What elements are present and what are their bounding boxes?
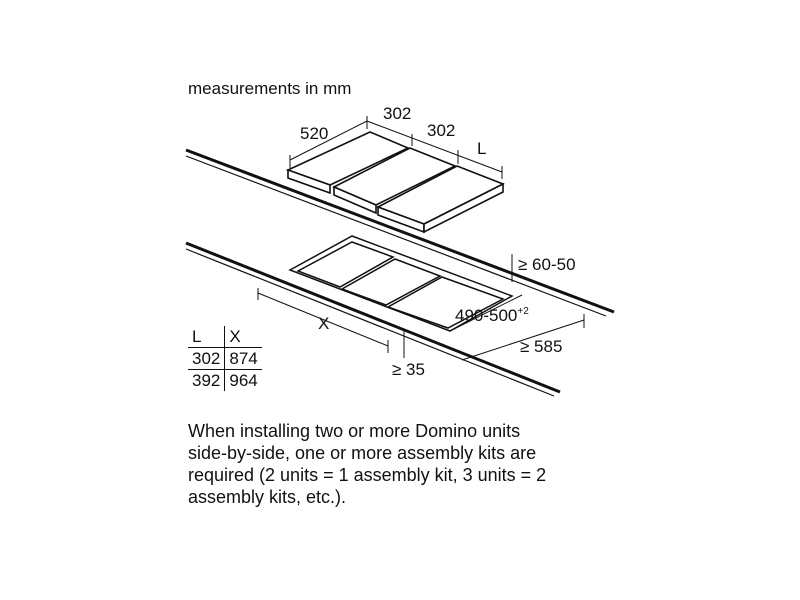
cutout-dimension-lines [257, 254, 585, 361]
table-cell-L: 302 [188, 347, 226, 370]
counter-depth-label: ≥ 585 [520, 337, 562, 356]
top-dimension-lines [289, 116, 503, 179]
table-row: 392 964 [188, 369, 262, 391]
note-line-2: side-by-side, one or more assembly kits … [188, 443, 537, 463]
countertop-top [185, 148, 615, 317]
countertop-cutout [185, 241, 561, 397]
installation-note: When installing two or more Domino units… [188, 420, 628, 508]
cutout-frame [288, 235, 514, 332]
cutout-depth-tolerance: +2 [517, 306, 529, 317]
table-header-X: X [224, 326, 262, 348]
table-cell-X: 874 [224, 347, 262, 370]
width-dimension-label-2: 302 [427, 121, 455, 140]
dimension-table: L X 302 874 392 964 [188, 326, 262, 391]
table-cell-L: 392 [188, 369, 226, 391]
measurements-title: measurements in mm [188, 79, 351, 98]
table-row: 302 874 [188, 347, 262, 370]
cutout-depth-value: 490-500 [455, 306, 517, 325]
hob-units [285, 131, 505, 234]
clearance-back-label: ≥ 60-50 [518, 255, 576, 274]
table-cell-X: 964 [229, 371, 258, 390]
note-line-4: assembly kits, etc.). [188, 487, 347, 507]
cutout-width-label: X [318, 314, 329, 333]
clearance-front-label: ≥ 35 [392, 360, 425, 379]
width-dimension-label-1: 302 [383, 104, 411, 123]
table-header-L: L [188, 326, 226, 348]
width-dimension-label-L: L [477, 139, 486, 158]
depth-dimension-label: 520 [300, 124, 328, 143]
note-line-1: When installing two or more Domino units [188, 421, 521, 441]
cutout-depth-label: 490-500+2 [455, 306, 529, 325]
note-line-3: required (2 units = 1 assembly kit, 3 un… [188, 465, 547, 485]
